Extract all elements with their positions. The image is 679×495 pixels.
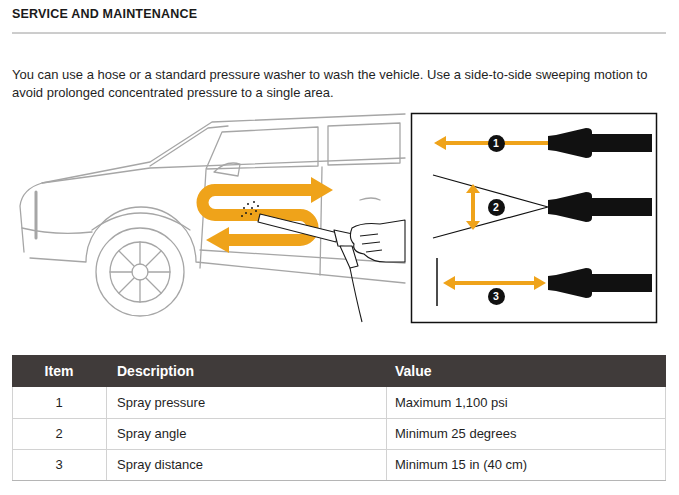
arrow-head xyxy=(206,227,229,253)
callout-circle: 2 xyxy=(488,199,505,216)
nozzle-handle xyxy=(592,198,652,216)
spray-dot xyxy=(251,207,253,209)
spray-dot xyxy=(250,213,252,215)
title-rule xyxy=(12,33,666,34)
nozzle-handle xyxy=(592,134,652,152)
arrow-head xyxy=(311,177,333,203)
angle-arrow xyxy=(471,192,475,222)
nozzle xyxy=(548,192,652,222)
pressure-washer xyxy=(241,201,405,322)
row-line xyxy=(12,418,666,419)
nozzle-tip xyxy=(548,268,592,298)
distance-arrow xyxy=(452,281,538,285)
table-cell: Maximum 1,100 psi xyxy=(395,387,663,418)
column-line xyxy=(12,387,13,480)
door-handle xyxy=(360,198,380,200)
nozzle-tip xyxy=(548,128,592,158)
table-cell: 1 xyxy=(12,387,106,418)
nozzle-handle xyxy=(592,274,652,292)
table-header-cell: Item xyxy=(12,355,106,387)
spray-mist xyxy=(241,201,259,217)
surface-line xyxy=(436,258,438,306)
row-line xyxy=(12,480,666,481)
spray-dot xyxy=(243,207,245,209)
nozzle xyxy=(548,268,652,298)
table-header-cell: Value xyxy=(395,355,663,387)
wheel xyxy=(96,228,184,316)
arrow-head xyxy=(443,276,455,290)
callout-circle: 3 xyxy=(488,288,505,305)
body-outline xyxy=(20,114,405,252)
callout-circle: 1 xyxy=(488,135,505,152)
wheel-rim xyxy=(110,242,170,302)
callout-number: 3 xyxy=(488,288,505,305)
spray-dot xyxy=(255,210,257,212)
spray-dot xyxy=(253,201,255,203)
hose xyxy=(350,268,362,322)
table-header-cell: Description xyxy=(117,355,382,387)
bumper-line xyxy=(22,228,92,233)
arrow-head xyxy=(466,221,480,230)
front-window xyxy=(206,127,318,169)
column-line xyxy=(386,387,387,480)
arrow-head xyxy=(466,184,480,193)
vehicle-drawing xyxy=(20,114,405,316)
arrow-head xyxy=(534,276,546,290)
body-text: You can use a hose or a standard pressur… xyxy=(12,66,674,102)
column-line xyxy=(106,387,107,480)
spray-cone xyxy=(433,175,548,238)
mirror xyxy=(214,163,240,176)
table-header-band xyxy=(12,355,666,387)
spray-dot xyxy=(241,215,243,217)
nozzle xyxy=(548,128,652,158)
callout-number: 2 xyxy=(488,199,505,216)
door-line xyxy=(200,170,206,268)
page-title: SERVICE AND MAINTENANCE xyxy=(12,7,197,21)
finger-lines xyxy=(360,234,382,252)
rear-window xyxy=(328,123,400,165)
table-cell: Minimum 15 in (40 cm) xyxy=(395,449,663,480)
callout-number: 1 xyxy=(488,135,505,152)
nozzle-tip xyxy=(548,192,592,222)
wand xyxy=(258,214,338,242)
spray-dot xyxy=(257,205,259,207)
wheel-spokes xyxy=(110,242,170,302)
table-grid xyxy=(12,387,666,481)
arrow-head xyxy=(434,136,446,150)
row-line xyxy=(12,449,666,450)
belt-line xyxy=(42,158,405,183)
inset-frame xyxy=(412,114,657,323)
table-cell: Spray angle xyxy=(117,418,382,449)
table-cell: 2 xyxy=(12,418,106,449)
table-cell: 3 xyxy=(12,449,106,480)
table-cell: Minimum 25 degrees xyxy=(395,418,663,449)
column-line xyxy=(665,387,666,480)
spray-dot xyxy=(247,203,249,205)
table-cell: Spray pressure xyxy=(117,387,382,418)
hand xyxy=(350,220,405,262)
spray-dot xyxy=(245,212,247,214)
sweep-path xyxy=(203,190,313,240)
table-cell: Spray distance xyxy=(117,449,382,480)
